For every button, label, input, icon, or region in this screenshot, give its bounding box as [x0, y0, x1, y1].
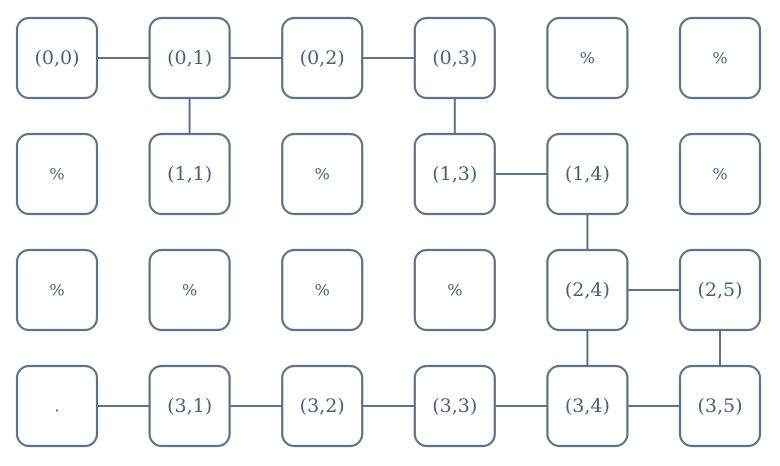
edge-layer: [57, 57, 721, 407]
grid-cell-r1-c3: (1,3): [413, 132, 496, 216]
cell-label: (0,2): [300, 47, 345, 69]
grid-cell-r3-c0: .: [15, 364, 99, 448]
cell-box: [148, 364, 231, 448]
grid-cell-r0-c2: (0,2): [281, 16, 364, 100]
grid-cell-r3-c4: (3,4): [546, 364, 629, 448]
grid-cell-r2-c2: %: [281, 248, 364, 332]
grid-cell-r1-c1: (1,1): [148, 132, 231, 216]
grid-cell-r2-c4: (2,4): [546, 248, 629, 332]
grid-cell-r0-c5: %: [678, 16, 762, 100]
cell-label: (0,3): [432, 47, 477, 69]
cell-box: [546, 132, 629, 216]
cell-label: (0,1): [167, 47, 212, 69]
cell-box: [413, 132, 496, 216]
cell-label: (1,1): [167, 163, 212, 185]
cell-label: (3,3): [432, 395, 477, 417]
cell-label: (1,4): [565, 163, 610, 185]
cell-label: (2,4): [565, 279, 610, 301]
cell-box: [148, 16, 231, 100]
cell-box: [678, 132, 762, 216]
cell-label: %: [315, 281, 330, 300]
cell-box: [546, 248, 629, 332]
cell-box: [678, 364, 762, 448]
cell-box: [678, 248, 762, 332]
cell-box: [546, 364, 629, 448]
cell-label: %: [580, 49, 595, 68]
cell-label: %: [315, 165, 330, 184]
cell-box: [148, 248, 231, 332]
grid-cell-r3-c1: (3,1): [148, 364, 231, 448]
cell-label: (1,3): [432, 163, 477, 185]
cell-label: %: [447, 281, 462, 300]
cell-box: [15, 248, 99, 332]
grid-cell-r0-c4: %: [546, 16, 629, 100]
grid-cell-r3-c5: (3,5): [678, 364, 762, 448]
cell-box: [413, 364, 496, 448]
cell-box: [281, 248, 364, 332]
cell-label: (3,4): [565, 395, 610, 417]
cell-box: [678, 16, 762, 100]
grid-cell-r0-c3: (0,3): [413, 16, 496, 100]
grid-cell-r2-c3: %: [413, 248, 496, 332]
grid-cell-r1-c4: (1,4): [546, 132, 629, 216]
cell-box: [15, 16, 99, 100]
grid-cell-r1-c2: %: [281, 132, 364, 216]
cell-box: [413, 248, 496, 332]
cell-box: [281, 16, 364, 100]
grid-cell-r1-c5: %: [678, 132, 762, 216]
grid-cell-r2-c0: %: [15, 248, 99, 332]
grid-cell-r3-c2: (3,2): [281, 364, 364, 448]
grid-cell-r2-c1: %: [148, 248, 231, 332]
cell-box: [15, 364, 99, 448]
cell-label: (3,2): [300, 395, 345, 417]
grid-cell-r1-c0: %: [15, 132, 99, 216]
cell-box: [281, 132, 364, 216]
cell-box: [413, 16, 496, 100]
cell-label: .: [54, 397, 59, 416]
grid-cell-r3-c3: (3,3): [413, 364, 496, 448]
cell-label: %: [182, 281, 197, 300]
cell-box: [546, 16, 629, 100]
node-layer: (0,0) (0,1) (0,2) (0,3)%%% (1,1)% (1,3) (1,4)%…: [15, 16, 762, 448]
cell-label: %: [49, 281, 64, 300]
cell-label: %: [49, 165, 64, 184]
cell-label: (3,5): [697, 395, 742, 417]
cell-label: %: [712, 49, 727, 68]
cell-label: %: [712, 165, 727, 184]
cell-label: (3,1): [167, 395, 212, 417]
cell-label: (0,0): [34, 47, 79, 69]
grid-cell-r0-c0: (0,0): [15, 16, 99, 100]
cell-box: [15, 132, 99, 216]
cell-box: [281, 364, 364, 448]
grid-cell-r0-c1: (0,1): [148, 16, 231, 100]
cell-box: [148, 132, 231, 216]
grid-cell-r2-c5: (2,5): [678, 248, 762, 332]
cell-label: (2,5): [697, 279, 742, 301]
